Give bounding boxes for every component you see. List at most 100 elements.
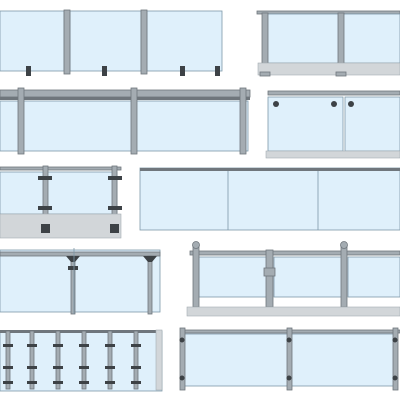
- glass-clamp: [27, 381, 37, 384]
- glass-panel: [273, 256, 343, 298]
- glass-panel: [139, 167, 400, 231]
- post: [179, 327, 186, 391]
- glass-clamp: [3, 381, 13, 384]
- standoff: [348, 101, 354, 107]
- post: [140, 9, 148, 75]
- railing-frameless-spigot: [0, 9, 223, 76]
- glass-clamp: [38, 206, 52, 210]
- glass-clamp: [286, 337, 292, 343]
- glass-clamp: [53, 344, 63, 347]
- top-rail: [0, 330, 162, 333]
- railing-frameless-bottom: [179, 327, 400, 391]
- standoff: [331, 101, 337, 107]
- glass-clamp: [53, 366, 63, 369]
- glass-clamp: [53, 381, 63, 384]
- top-rail: [0, 166, 122, 171]
- base-plate: [110, 224, 119, 233]
- glass-panel: [0, 100, 249, 152]
- glass-panel: [0, 10, 65, 72]
- glass-clamp: [3, 344, 13, 347]
- glass-clamp: [392, 337, 398, 343]
- glass-clamp: [105, 381, 115, 384]
- post: [392, 327, 399, 391]
- glass-clamp: [108, 176, 122, 180]
- glass-clamp: [27, 344, 37, 347]
- railing-ornate-post: [186, 241, 400, 317]
- glass-panel: [347, 256, 400, 298]
- glass-panel: [146, 10, 223, 72]
- base-plinth: [265, 150, 400, 159]
- glass-clamp: [286, 375, 292, 381]
- glass-clamp: [38, 176, 52, 180]
- glass-clamp: [105, 344, 115, 347]
- railing-wide-handrail: [0, 87, 251, 155]
- picket-posts: [3, 330, 141, 390]
- base-plate: [259, 71, 271, 77]
- glass-clamp: [79, 344, 89, 347]
- picket-post: [5, 330, 11, 390]
- t-bracket: [66, 256, 80, 262]
- glass-panel: [0, 171, 118, 215]
- handrail: [267, 90, 400, 96]
- base-plinth: [186, 306, 400, 317]
- base-plinth: [0, 213, 122, 239]
- glass-clamp: [3, 366, 13, 369]
- picket-post: [133, 330, 139, 390]
- post: [17, 87, 25, 155]
- glass-panel: [265, 13, 400, 64]
- post: [130, 87, 138, 155]
- post-cap: [192, 241, 200, 249]
- glass-clamp: [27, 366, 37, 369]
- railing-overhang-top-rail: [0, 248, 161, 315]
- ornate-post: [192, 244, 200, 308]
- railing-multi-post-picket: [0, 329, 163, 392]
- glass-clamp: [179, 375, 185, 381]
- base-plate: [335, 71, 347, 77]
- glass-clamp: [79, 366, 89, 369]
- top-rail: [256, 10, 400, 15]
- ornate-post: [340, 244, 348, 308]
- end-post: [155, 329, 163, 391]
- top-rail: [0, 251, 161, 257]
- post: [286, 327, 293, 391]
- t-bracket: [143, 256, 157, 262]
- glass-panel: [198, 256, 268, 298]
- base-plinth: [257, 62, 400, 76]
- spigot: [180, 66, 185, 76]
- spigot: [215, 66, 220, 76]
- picket-post: [29, 330, 35, 390]
- base-plate: [41, 224, 50, 233]
- glass-panel: [0, 249, 161, 313]
- picket-post: [55, 330, 61, 390]
- glass-clamp: [108, 206, 122, 210]
- ornate-post: [265, 249, 274, 308]
- glass-clamp: [392, 375, 398, 381]
- glass-clamp: [179, 337, 185, 343]
- glass-panel: [344, 96, 400, 152]
- spigot: [26, 66, 31, 76]
- top-channel: [140, 168, 400, 171]
- glass-clamp: [68, 266, 78, 270]
- picket-post: [81, 330, 87, 390]
- glass-panel: [267, 96, 344, 152]
- railing-top-channel: [139, 167, 400, 231]
- glass-panel: [69, 10, 142, 72]
- glass-clamp: [131, 381, 141, 384]
- post: [63, 9, 71, 75]
- glass-clamp: [131, 366, 141, 369]
- post: [239, 87, 247, 155]
- handrail-shadow: [0, 97, 250, 100]
- glass-clamp: [79, 381, 89, 384]
- handrail: [0, 89, 251, 98]
- railing-standoff-handrail: [265, 90, 400, 159]
- railing-post-top-rail-short: [256, 10, 400, 77]
- post-collar: [263, 267, 276, 277]
- top-rail: [189, 250, 400, 256]
- glass-clamp: [131, 344, 141, 347]
- picket-post: [107, 330, 113, 390]
- spigot: [102, 66, 107, 76]
- post-cap: [340, 241, 348, 249]
- railing-clamp-post-small: [0, 165, 122, 239]
